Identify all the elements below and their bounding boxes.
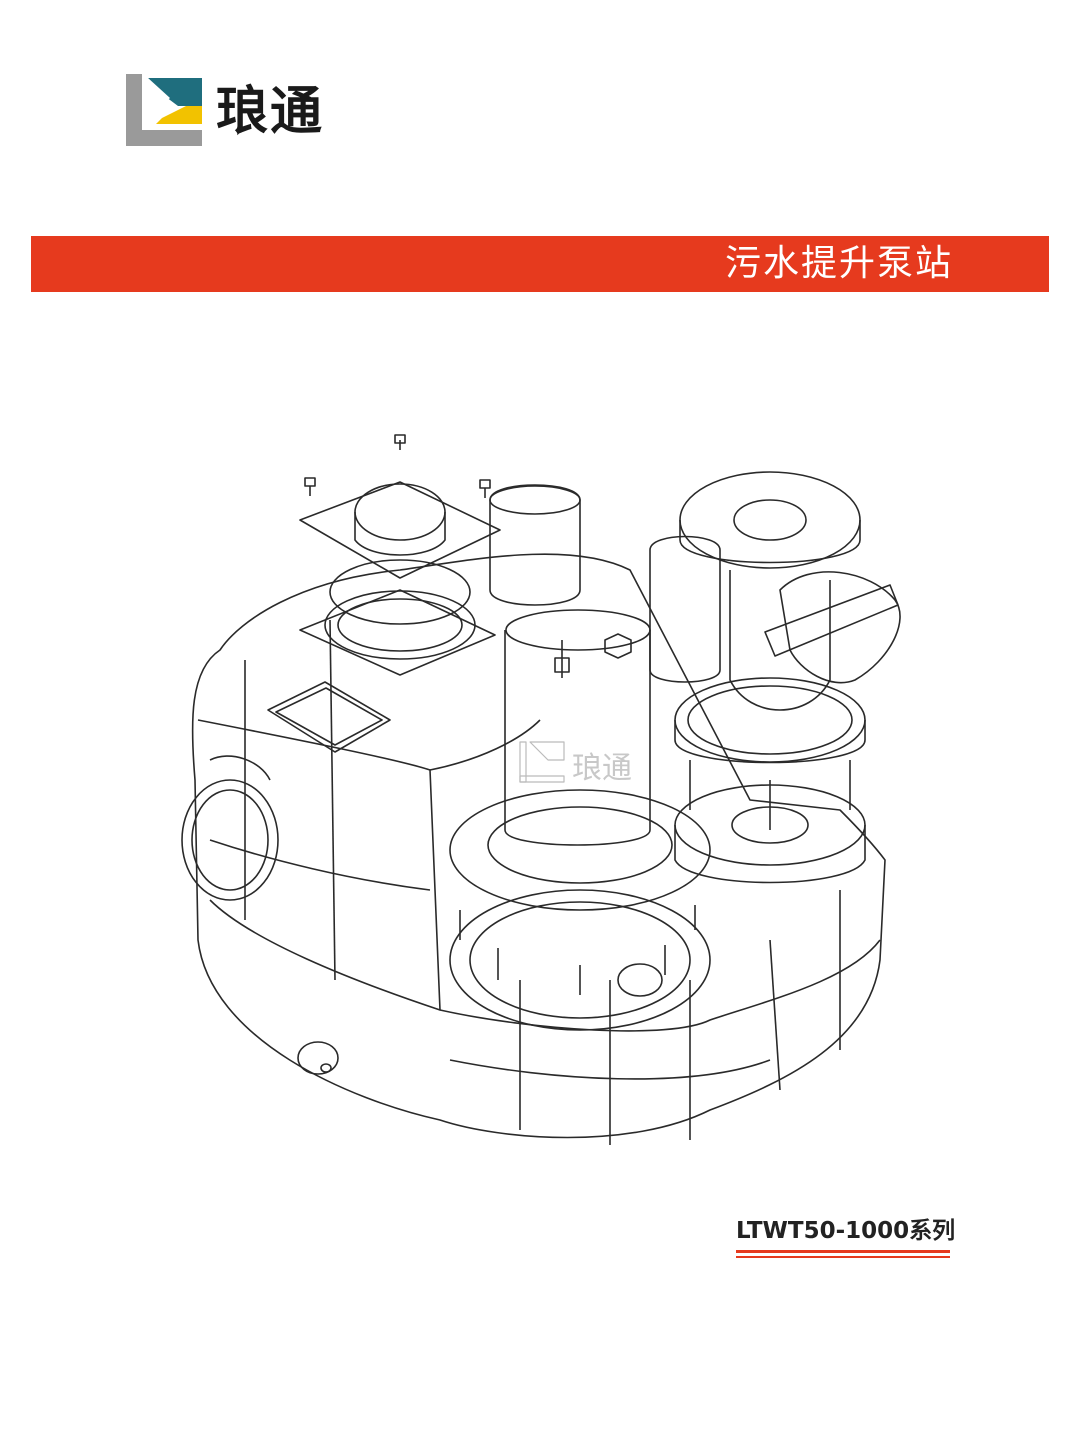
series-underline-thick xyxy=(736,1250,950,1253)
watermark-logo xyxy=(519,741,565,783)
company-logo: 琅通 xyxy=(126,74,326,154)
central-flange xyxy=(449,789,711,911)
watermark-text: 琅通 xyxy=(572,751,632,786)
outlet-flange xyxy=(679,471,861,569)
side-inlet xyxy=(181,779,279,901)
lower-valve-flange xyxy=(674,677,866,763)
title-banner: 污水提升泵站 xyxy=(31,236,1049,292)
tank-body xyxy=(191,553,886,1139)
pump-station-illustration: 琅通 xyxy=(181,434,901,1145)
page-title: 污水提升泵站 xyxy=(724,243,953,284)
motor-cylinder xyxy=(504,630,651,846)
top-cover xyxy=(299,481,501,579)
logo-mark-icon xyxy=(126,74,202,146)
series-underline-thin xyxy=(736,1256,950,1258)
inspection-window xyxy=(267,681,391,753)
series-label: LTWT50-1000系列 xyxy=(736,1218,956,1244)
brand-name: 琅通 xyxy=(216,81,325,142)
check-valve xyxy=(779,571,901,684)
